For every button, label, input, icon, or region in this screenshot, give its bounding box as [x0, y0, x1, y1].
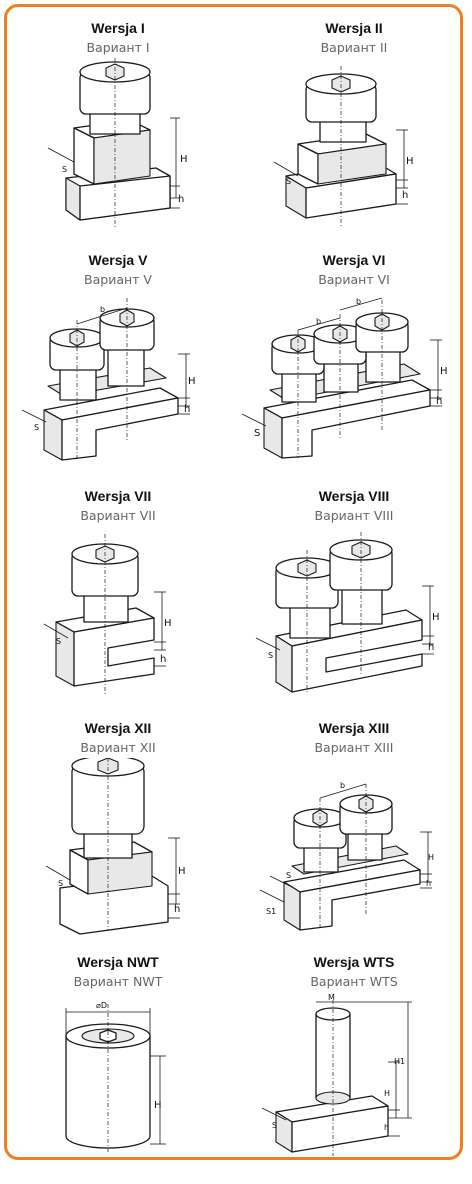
- dim-label-s: S: [254, 428, 260, 439]
- variant-cell-7: Wersja XII Вариант XII H h S: [0, 714, 236, 950]
- variant-subtitle: Вариант VIII: [314, 508, 394, 523]
- dim-label-h: h: [174, 904, 180, 915]
- dim-label-H1: H1: [394, 1057, 405, 1066]
- dim-label-h: h: [402, 190, 408, 201]
- variant-cell-1: Wersja I Вариант I H h S: [0, 14, 236, 250]
- variant-cell-9: Wersja NWT Вариант NWT ⌀D H: [0, 948, 236, 1184]
- variant-drawing: M H1 H h S: [261, 993, 412, 1156]
- variant-drawing: H h S: [45, 758, 186, 935]
- dim-label-h: h: [184, 404, 190, 415]
- dim-label-H: H: [428, 853, 434, 862]
- dim-label-b: b: [100, 305, 105, 314]
- variant-cell-2: Wersja II Вариант II H h S: [236, 14, 472, 250]
- variant-title: Wersja VIII: [318, 488, 390, 504]
- dim-label-H: H: [178, 866, 186, 877]
- dim-label-M: M: [328, 993, 335, 1002]
- variant-subtitle: Вариант II: [320, 40, 388, 55]
- dim-label-s: S: [286, 177, 291, 186]
- variant-subtitle: Вариант XII: [80, 740, 156, 755]
- variant-cell-5: Wersja VII Вариант VII H h S: [0, 482, 236, 718]
- variant-title: Wersja NWT: [77, 954, 159, 970]
- dim-label-s: S: [268, 651, 273, 660]
- variant-subtitle: Вариант NWT: [73, 974, 163, 989]
- variant-title: Wersja WTS: [313, 954, 395, 970]
- variant-cell-4: Wersja VI Вариант VI b b H h S: [236, 246, 472, 482]
- variant-cell-6: Wersja VIII Вариант VIII H h S: [236, 482, 472, 718]
- dim-label-h: h: [178, 194, 184, 205]
- dim-label-H: H: [154, 1100, 162, 1111]
- variant-title: Wersja VI: [322, 252, 386, 268]
- variant-drawing: H h S: [273, 66, 414, 228]
- dim-label-H: H: [180, 154, 188, 165]
- dim-label-s: S: [56, 637, 61, 646]
- dim-label-s: S: [286, 871, 291, 880]
- dim-label-H: H: [440, 366, 448, 377]
- variant-subtitle: Вариант V: [84, 272, 152, 287]
- dim-label-b: b: [316, 317, 321, 326]
- variant-title: Wersja XII: [84, 720, 152, 736]
- dim-label-H: H: [406, 156, 414, 167]
- dim-label-h: h: [426, 879, 431, 888]
- variant-subtitle: Вариант XIII: [314, 740, 394, 755]
- dim-label-s: S: [62, 165, 67, 174]
- variant-title: Wersja V: [88, 252, 148, 268]
- variant-cell-10: Wersja WTS Вариант WTS M H1 H h S: [236, 948, 472, 1184]
- variant-title: Wersja XIII: [318, 720, 390, 736]
- dim-label-h: h: [384, 1123, 389, 1132]
- variant-subtitle: Вариант VII: [80, 508, 156, 523]
- dim-label-h: h: [428, 642, 434, 653]
- dim-label-h: h: [160, 654, 166, 665]
- dim-label-h: h: [436, 396, 442, 407]
- dim-label-s: S: [272, 1121, 277, 1130]
- variant-title: Wersja I: [91, 20, 145, 36]
- variant-drawing: ⌀D H: [65, 1001, 166, 1152]
- variant-cell-8: Wersja XIII Вариант XIII b H h S S1: [236, 714, 472, 950]
- variant-title: Wersja II: [325, 20, 383, 36]
- variant-subtitle: Вариант VI: [318, 272, 390, 287]
- variant-subtitle: Вариант I: [86, 40, 150, 55]
- variant-cell-3: Wersja V Вариант V b H h S: [0, 246, 236, 482]
- dim-label-b: b: [340, 781, 345, 790]
- variant-subtitle: Вариант WTS: [310, 974, 398, 989]
- dim-label-H: H: [164, 618, 172, 629]
- variant-drawing: H h S: [47, 58, 188, 228]
- variant-drawing: H h S: [255, 532, 440, 694]
- dim-label-H: H: [188, 376, 196, 387]
- dim-label-H: H: [432, 612, 440, 623]
- variant-drawing: b b H h S: [241, 297, 448, 459]
- dim-label-s1: S1: [266, 907, 276, 916]
- variant-drawing: b H h S S1: [259, 781, 434, 931]
- variant-title: Wersja VII: [84, 488, 152, 504]
- dim-label-s: S: [34, 423, 39, 432]
- dim-label-D: ⌀D: [96, 1001, 107, 1010]
- variant-drawing: b H h S: [21, 298, 196, 461]
- variant-drawing: H h S: [43, 534, 172, 694]
- dim-label-H: H: [384, 1089, 390, 1098]
- dim-label-b: b: [356, 297, 361, 306]
- dim-label-s: S: [58, 879, 63, 888]
